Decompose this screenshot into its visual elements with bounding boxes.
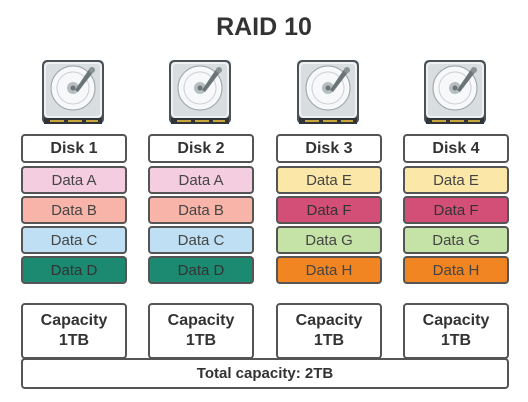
data-block: Data D xyxy=(148,256,254,284)
capacity-box: Capacity 1TB xyxy=(276,303,382,359)
capacity-box: Capacity 1TB xyxy=(403,303,509,359)
data-block: Data C xyxy=(21,226,127,254)
data-block: Data H xyxy=(403,256,509,284)
capacity-box: Capacity 1TB xyxy=(21,303,127,359)
data-block: Data B xyxy=(148,196,254,224)
data-block: Data D xyxy=(21,256,127,284)
data-block: Data A xyxy=(21,166,127,194)
data-block: Data E xyxy=(276,166,382,194)
capacity-label: Capacity xyxy=(422,312,490,329)
capacity-value: 1TB xyxy=(440,332,472,349)
data-block: Data G xyxy=(276,226,382,254)
data-block: Data E xyxy=(403,166,509,194)
data-block: Data F xyxy=(276,196,382,224)
disk-label: Disk 3 xyxy=(276,134,382,163)
data-block: Data F xyxy=(403,196,509,224)
diagram-title: RAID 10 xyxy=(216,13,312,41)
data-block: Data B xyxy=(21,196,127,224)
capacity-label: Capacity xyxy=(167,312,235,329)
capacity-box: Capacity 1TB xyxy=(148,303,254,359)
data-block: Data H xyxy=(276,256,382,284)
capacity-label: Capacity xyxy=(295,312,363,329)
hard-drive-icon xyxy=(295,58,361,128)
capacity-value: 1TB xyxy=(58,332,90,349)
capacity-value: 1TB xyxy=(185,332,217,349)
capacity-value: 1TB xyxy=(313,332,345,349)
hard-drive-icon xyxy=(40,58,106,128)
data-block: Data G xyxy=(403,226,509,254)
hard-drive-icon xyxy=(422,58,488,128)
data-block: Data C xyxy=(148,226,254,254)
total-capacity: Total capacity: 2TB xyxy=(21,358,509,389)
disk-label: Disk 1 xyxy=(21,134,127,163)
hard-drive-icon xyxy=(167,58,233,128)
disk-label: Disk 4 xyxy=(403,134,509,163)
disk-label: Disk 2 xyxy=(148,134,254,163)
data-block: Data A xyxy=(148,166,254,194)
capacity-label: Capacity xyxy=(40,312,108,329)
